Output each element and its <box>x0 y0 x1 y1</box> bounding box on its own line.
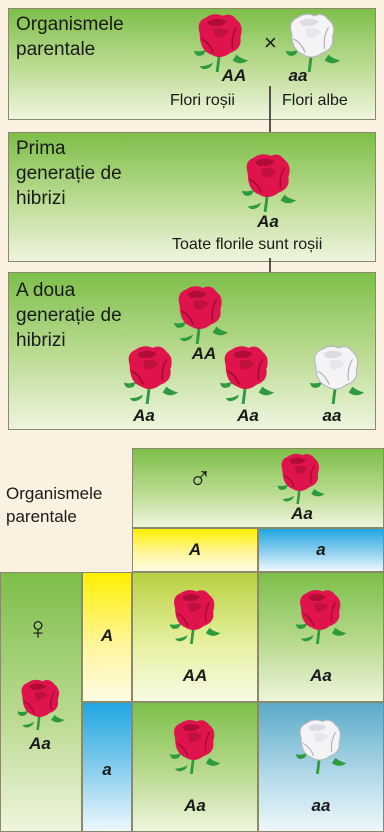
genotype-parent-red: AA <box>221 66 247 85</box>
female-symbol-icon: ♀ <box>26 610 50 646</box>
punnett-cell-genotype-1: AA <box>182 666 208 685</box>
genotype-parent-white: aa <box>288 66 308 85</box>
cross-symbol: × <box>264 30 277 55</box>
male-genotype: Aa <box>291 504 313 523</box>
red-rose-icon <box>218 344 276 404</box>
genotype-second-gen-3: aa <box>322 406 342 425</box>
genotype-second-gen-1: Aa <box>133 406 155 425</box>
red-rose-icon <box>122 344 180 404</box>
red-rose-icon <box>172 284 230 344</box>
row-allele-1: A <box>100 626 114 645</box>
red-rose-icon <box>276 452 326 504</box>
red-rose-icon <box>192 12 250 72</box>
caption-red-flowers: Flori roșii <box>170 92 235 109</box>
white-rose-icon <box>284 12 342 72</box>
red-rose-icon <box>294 588 348 644</box>
red-rose-icon <box>168 718 222 774</box>
caption-white-flowers: Flori albe <box>282 92 348 109</box>
red-rose-icon <box>240 152 298 212</box>
genotype-second-gen-2: Aa <box>237 406 259 425</box>
red-rose-icon <box>168 588 222 644</box>
caption-all-red: Toate florile sunt roșii <box>172 236 323 253</box>
column-allele-1: A <box>188 540 202 559</box>
male-parent-header <box>132 448 384 528</box>
punnett-cell-genotype-2: Aa <box>310 666 332 685</box>
male-symbol-icon: ♂ <box>188 460 212 496</box>
row-allele-2: a <box>102 760 112 779</box>
panel-second-generation-title: A doua generație de hibrizi <box>16 280 122 351</box>
panel-first-generation-title: Prima generație de hibrizi <box>16 138 122 209</box>
genotype-second-gen-top: AA <box>191 344 217 363</box>
white-rose-icon <box>294 718 348 774</box>
panel-parents-title: Organismele parentale <box>16 14 124 60</box>
row-allele-header-2 <box>82 702 132 832</box>
punnett-parents-label: Organismele parentale <box>6 484 103 526</box>
punnett-cell-genotype-4: aa <box>311 796 331 815</box>
column-allele-header-2 <box>258 528 384 572</box>
panel-first-generation <box>8 132 376 262</box>
punnett-cell-genotype-3: Aa <box>184 796 206 815</box>
row-allele-header-1 <box>82 572 132 702</box>
column-allele-header-1 <box>132 528 258 572</box>
white-rose-icon <box>308 344 366 404</box>
female-genotype: Aa <box>29 734 51 753</box>
column-allele-2: a <box>316 540 326 559</box>
red-rose-icon <box>16 678 66 730</box>
genotype-first-generation: Aa <box>257 212 279 231</box>
